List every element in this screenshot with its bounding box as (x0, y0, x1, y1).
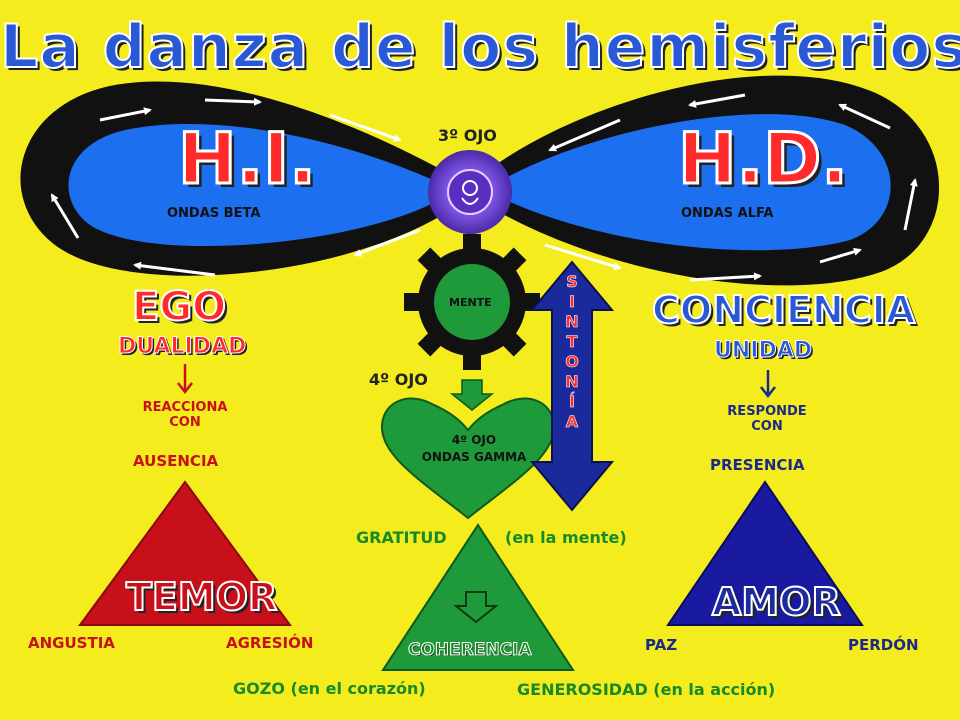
sintonia-letter: N (565, 372, 579, 392)
forgiveness-label: PERDÓN (848, 636, 919, 654)
heart-line-2: ONDAS GAMMA (421, 450, 527, 464)
sintonia-letter: S (566, 272, 578, 292)
sintonia-letter: I (569, 292, 576, 312)
aggression-label: AGRESIÓN (226, 634, 314, 652)
down-arrow-to-heart (449, 379, 495, 411)
third-eye-icon (428, 150, 512, 234)
right-hemisphere-lobe (485, 114, 891, 251)
sintonia-letters: S I N T O N Í A (562, 272, 582, 432)
sintonia-letter: N (565, 312, 579, 332)
flow-arrow (903, 178, 918, 231)
heart-line-1: 4º OJO (451, 433, 497, 447)
generosity-label: GENEROSIDAD (en la acción) (517, 680, 776, 699)
flow-arrow (329, 113, 402, 142)
sintonia-letter: Í (569, 392, 576, 412)
left-hemisphere-lobe (68, 123, 456, 247)
joy-label: GOZO (en el corazón) (233, 679, 426, 698)
ego-heading: EGO (131, 283, 227, 331)
flow-arrow (99, 107, 152, 122)
ego-down-arrow-icon (177, 364, 193, 395)
flow-arrows (50, 93, 918, 282)
gear-label: MENTE (449, 296, 492, 309)
gratitude-label: GRATITUD (356, 528, 447, 547)
flow-arrow (838, 103, 891, 130)
absence-label: AUSENCIA (133, 452, 219, 470)
fourth-eye-label: 4º OJO (369, 370, 428, 389)
ego-reaction: REACCIONA CON (142, 400, 228, 430)
sintonia-double-arrow (529, 260, 615, 512)
love-triangle (666, 480, 864, 626)
flow-arrow (133, 261, 216, 277)
sintonia-letter: O (565, 352, 579, 372)
third-eye-label: 3º OJO (438, 126, 497, 145)
conciencia-down-arrow-icon (760, 370, 776, 399)
beta-waves-label: ONDAS BETA (167, 206, 261, 221)
down-arrow-in-triangle (453, 591, 499, 624)
flow-arrow (819, 247, 862, 264)
sintonia-letter: T (566, 332, 578, 352)
infinity-symbol (20, 75, 940, 286)
anguish-label: ANGUSTIA (28, 634, 115, 652)
fear-label: TEMOR (125, 574, 278, 620)
page-title: La danza de los hemisferios (0, 11, 960, 83)
left-hemisphere-label: H.I. (177, 117, 318, 202)
flow-arrow (689, 272, 762, 282)
love-label: AMOR (711, 579, 842, 625)
peace-label: PAZ (645, 636, 678, 654)
conciencia-heading: CONCIENCIA (651, 287, 916, 333)
right-hemisphere-label: H.D. (677, 117, 850, 202)
conciencia-reaction: RESPONDE CON (727, 404, 807, 434)
alpha-waves-label: ONDAS ALFA (681, 206, 774, 221)
flow-arrow (353, 228, 421, 257)
sintonia-letter: A (565, 412, 579, 432)
unity-heading: UNIDAD (713, 338, 813, 364)
flow-arrow (204, 97, 262, 106)
flow-arrow (50, 193, 80, 239)
presence-label: PRESENCIA (710, 456, 805, 474)
mind-gear-icon (404, 234, 540, 370)
flow-arrow (548, 118, 621, 152)
in-mind-label: (en la mente) (505, 528, 627, 547)
fear-triangle (78, 480, 292, 626)
coherence-label: COHERENCIA (408, 640, 533, 661)
flow-arrow (688, 93, 746, 108)
flow-arrow (544, 243, 622, 271)
heart-text: 4º OJO ONDAS GAMMA (408, 432, 540, 466)
duality-heading: DUALIDAD (117, 334, 247, 360)
